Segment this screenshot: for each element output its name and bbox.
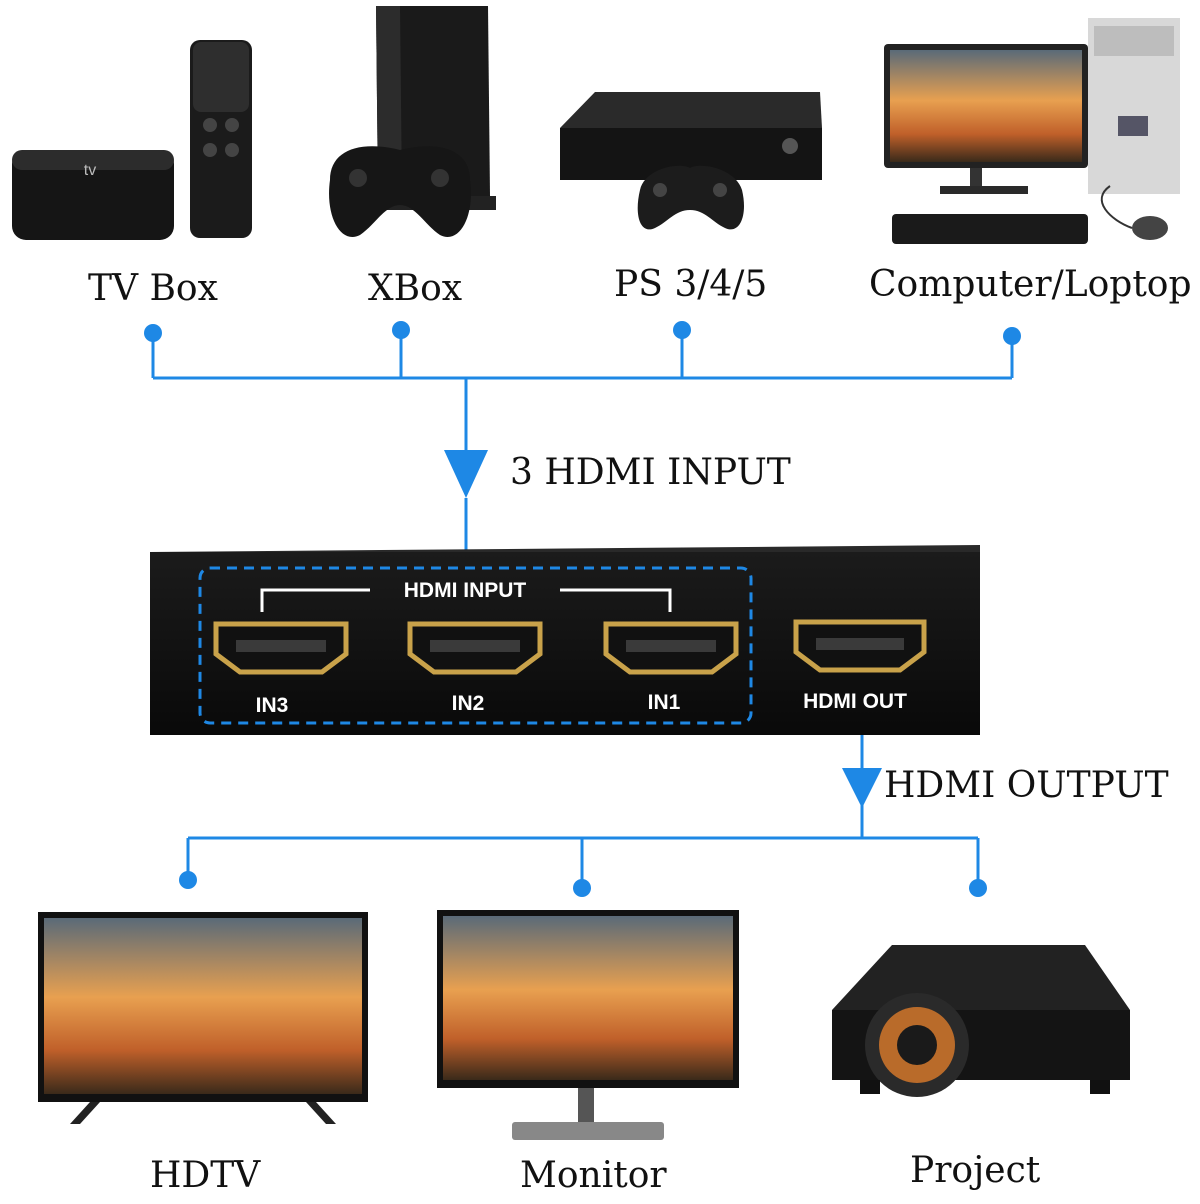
output-arrow-icon xyxy=(842,768,882,808)
hdmi-port-in1 xyxy=(603,621,739,675)
connector-dot xyxy=(1003,327,1021,345)
source-label-computer: Computer/Loptop xyxy=(869,264,1192,305)
input-arrow-icon xyxy=(444,450,488,498)
hdmi-port-in2 xyxy=(407,621,543,675)
port-label-in2: IN2 xyxy=(452,692,485,715)
connector-dot xyxy=(179,871,197,889)
source-label-xbox: XBox xyxy=(368,268,463,309)
connector-dot xyxy=(392,321,410,339)
output-caption: HDMI OUTPUT xyxy=(884,765,1169,806)
monitor-icon xyxy=(437,910,739,1140)
connector-dot xyxy=(969,879,987,897)
projector-icon xyxy=(832,945,1130,1097)
hdmi-input-group-label: HDMI INPUT xyxy=(404,579,527,602)
port-label-in3: IN3 xyxy=(256,694,289,717)
hdmi-switch-box: HDMI INPUT IN3 IN2 IN1 HDMI OUT xyxy=(150,545,980,735)
desktop-computer-icon xyxy=(884,18,1180,244)
hdmi-port-in3 xyxy=(213,621,349,675)
input-group-outline xyxy=(198,566,753,725)
source-label-ps: PS 3/4/5 xyxy=(614,264,768,305)
connector-dot xyxy=(673,321,691,339)
output-label-monitor: Monitor xyxy=(520,1155,667,1196)
connector-dot xyxy=(144,324,162,342)
port-label-hdmi-out: HDMI OUT xyxy=(803,690,907,713)
svg-text:tv: tv xyxy=(84,162,96,179)
connector-dot xyxy=(573,879,591,897)
apple-tv-icon: tv xyxy=(12,40,252,240)
output-connector-lines xyxy=(186,735,980,888)
source-label-tv-box: TV Box xyxy=(88,268,218,309)
output-label-project: Project xyxy=(910,1150,1041,1191)
input-caption: 3 HDMI INPUT xyxy=(510,452,791,493)
tv-icon xyxy=(38,912,368,1124)
game-console-icon xyxy=(329,6,496,237)
port-label-in1: IN1 xyxy=(648,691,681,714)
xbox-console-icon xyxy=(560,92,822,230)
hdmi-port-out xyxy=(793,619,927,673)
output-label-hdtv: HDTV xyxy=(150,1155,261,1196)
